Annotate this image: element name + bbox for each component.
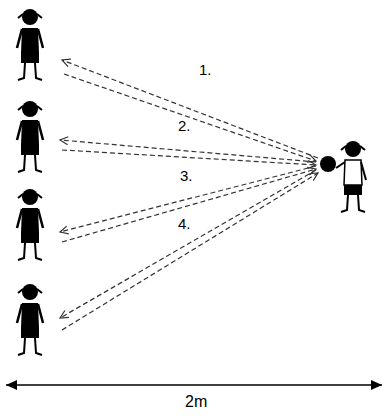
callout-number: 2.: [176, 118, 193, 135]
callout-number: 1.: [197, 62, 214, 79]
dimension-line: [6, 384, 382, 386]
callout-number: 4.: [176, 216, 193, 233]
dimension-label: 2m: [183, 393, 209, 411]
callout-number: 3.: [178, 168, 195, 185]
player-figures: [17, 9, 366, 355]
pass-arrows: [60, 60, 318, 330]
